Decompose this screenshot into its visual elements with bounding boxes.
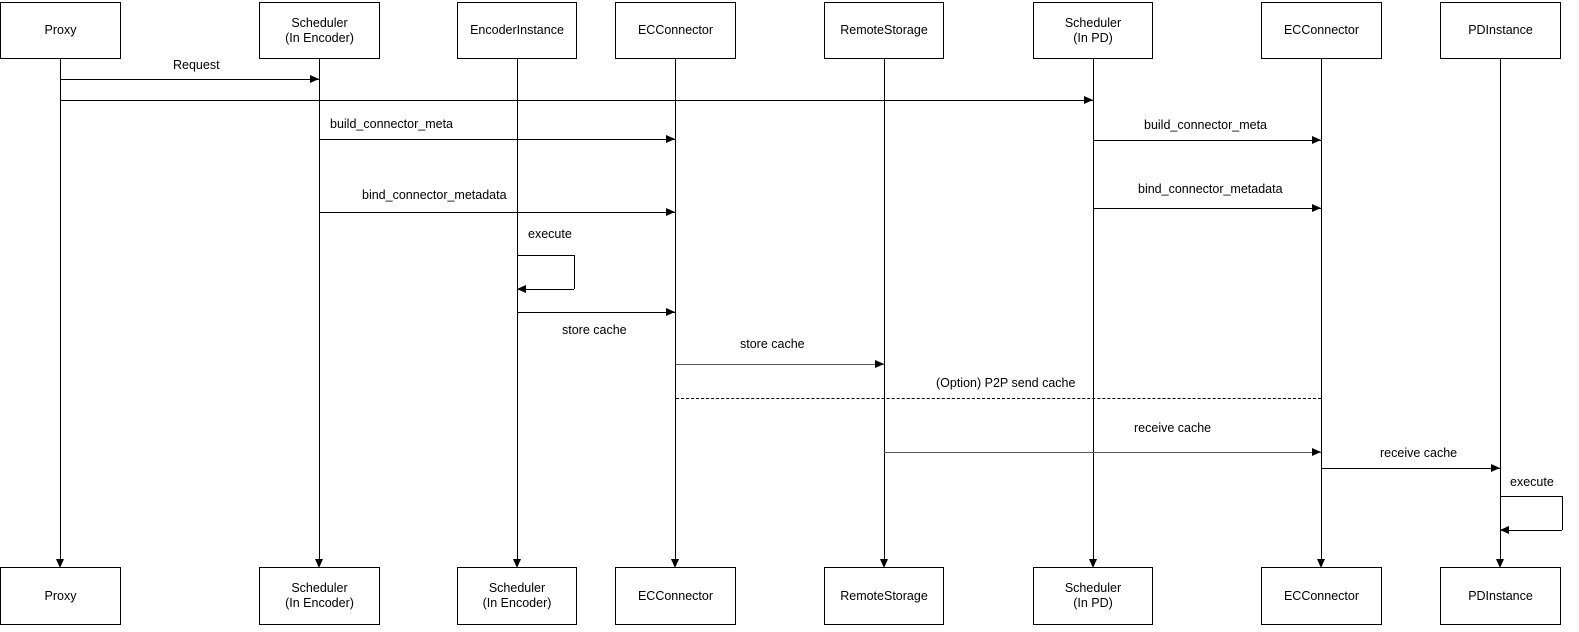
participant-label-line1: EncoderInstance xyxy=(470,23,564,37)
lifeline-ecconnector-right xyxy=(1321,59,1322,560)
self-message-arrowhead-execute-pdinstance xyxy=(1500,526,1509,534)
participant-label-line1: PDInstance xyxy=(1468,588,1533,603)
participant-label-line2: (In PD) xyxy=(1073,30,1113,45)
lifeline-scheduler-encoder xyxy=(319,59,320,560)
participant-label-line2: (In Encoder) xyxy=(482,596,552,610)
participant-label-line1: Scheduler xyxy=(1064,581,1122,595)
participant-box-scheduler-encoder[interactable]: Scheduler(In Encoder) xyxy=(259,2,380,59)
message-arrowhead-build-connector-meta-r xyxy=(1312,136,1321,144)
lifeline-end-arrow-proxy xyxy=(56,559,64,568)
participant-label-line1: RemoteStorage xyxy=(840,23,928,37)
message-line-receive-cache-1 xyxy=(884,452,1321,453)
message-arrowhead-build-connector-meta-l xyxy=(666,135,675,143)
participant-box-ecconnector-left[interactable]: ECConnector xyxy=(615,2,736,59)
participant-box-remote-storage[interactable]: RemoteStorage xyxy=(824,2,944,59)
participant-box-proxy[interactable]: Proxy xyxy=(0,2,121,59)
message-arrowhead-store-cache-1 xyxy=(666,308,675,316)
participant-box-pd-instance-bottom[interactable]: PDInstance xyxy=(1440,567,1561,625)
message-label-receive-cache-2: receive cache xyxy=(1380,446,1458,460)
participant-box-proxy-bottom[interactable]: Proxy xyxy=(0,567,121,625)
message-label-build-connector-meta-l: build_connector_meta xyxy=(330,117,453,131)
self-message-top-execute-pdinstance xyxy=(1500,496,1562,497)
self-message-bottom-execute-pdinstance xyxy=(1500,530,1562,531)
message-line-p2p-send-cache xyxy=(676,398,1321,399)
message-label-bind-connector-meta-r: bind_connector_metadata xyxy=(1138,182,1283,196)
message-arrowhead-receive-cache-1 xyxy=(1312,448,1321,456)
message-label-p2p-send-cache: (Option) P2P send cache xyxy=(936,376,1076,390)
participant-box-encoder-instance[interactable]: EncoderInstance xyxy=(457,2,577,59)
participant-box-ecconnector-right[interactable]: ECConnector xyxy=(1261,2,1382,59)
message-arrowhead-bind-connector-meta-l xyxy=(666,208,675,216)
message-arrowhead-request xyxy=(310,75,319,83)
message-label-store-cache-2: store cache xyxy=(740,337,805,351)
participant-label-line1: ECConnector xyxy=(1283,588,1360,603)
lifeline-end-arrow-ecconnector-left xyxy=(671,559,679,568)
participant-box-scheduler-pd-bottom[interactable]: Scheduler(In PD) xyxy=(1033,567,1153,625)
participant-label-line2: (In PD) xyxy=(1073,596,1113,610)
participant-box-scheduler-pd[interactable]: Scheduler(In PD) xyxy=(1033,2,1153,59)
message-line-store-cache-1 xyxy=(518,312,675,313)
message-line-build-connector-meta-l xyxy=(319,139,675,140)
participant-label-line1: RemoteStorage xyxy=(840,588,928,603)
self-message-bottom-execute-encoder xyxy=(517,289,574,290)
participant-label-line2: (In Encoder) xyxy=(285,30,354,45)
lifeline-pd-instance xyxy=(1500,59,1501,560)
lifeline-remote-storage xyxy=(884,59,885,560)
self-message-side-execute-pdinstance xyxy=(1562,496,1563,530)
message-label-store-cache-1: store cache xyxy=(562,323,627,337)
self-message-label-execute-encoder: execute xyxy=(528,227,572,241)
lifeline-end-arrow-remote-storage xyxy=(880,559,888,568)
message-line-build-connector-meta-r xyxy=(1093,140,1321,141)
message-line-request xyxy=(60,79,319,80)
lifeline-end-arrow-ecconnector-right xyxy=(1317,559,1325,568)
message-arrowhead-proxy-to-scheduler-pd xyxy=(1084,96,1093,104)
message-arrowhead-bind-connector-meta-r xyxy=(1312,204,1321,212)
self-message-side-execute-encoder xyxy=(574,255,575,289)
lifeline-ecconnector-left xyxy=(675,59,676,560)
message-label-build-connector-meta-r: build_connector_meta xyxy=(1144,118,1267,132)
participant-box-ecconnector-right-bottom[interactable]: ECConnector xyxy=(1261,567,1382,625)
participant-label-line1: Scheduler xyxy=(291,581,348,595)
lifeline-end-arrow-scheduler-encoder xyxy=(315,559,323,568)
lifeline-end-arrow-encoder-instance xyxy=(513,559,521,568)
lifeline-end-arrow-scheduler-pd xyxy=(1089,559,1097,568)
message-line-proxy-to-scheduler-pd xyxy=(60,100,1093,101)
message-arrowhead-store-cache-2 xyxy=(875,360,884,368)
participant-label-line2: (In Encoder) xyxy=(285,596,354,610)
participant-label-line1: PDInstance xyxy=(1468,23,1533,37)
participant-box-ecconnector-left-bottom[interactable]: ECConnector xyxy=(615,567,736,625)
participant-box-scheduler-encoder-bottom-2[interactable]: Scheduler(In Encoder) xyxy=(457,567,577,625)
lifeline-scheduler-pd xyxy=(1093,59,1094,560)
message-label-request: Request xyxy=(173,58,220,72)
message-label-receive-cache-1: receive cache xyxy=(1134,421,1212,435)
participant-box-remote-storage-bottom[interactable]: RemoteStorage xyxy=(824,567,944,625)
self-message-label-execute-pdinstance: execute xyxy=(1510,475,1554,489)
message-arrowhead-receive-cache-2 xyxy=(1491,464,1500,472)
message-line-bind-connector-meta-r xyxy=(1093,208,1321,209)
participant-box-pd-instance[interactable]: PDInstance xyxy=(1440,2,1561,59)
self-message-top-execute-encoder xyxy=(517,255,574,256)
participant-label-line1: Scheduler xyxy=(488,581,546,595)
message-label-bind-connector-meta-l: bind_connector_metadata xyxy=(362,188,507,202)
participant-label-line1: ECConnector xyxy=(637,23,714,37)
lifeline-encoder-instance xyxy=(517,59,518,560)
lifeline-proxy xyxy=(60,59,61,560)
self-message-arrowhead-execute-encoder xyxy=(517,285,526,293)
message-line-bind-connector-meta-l xyxy=(319,212,675,213)
lifeline-end-arrow-pd-instance xyxy=(1496,559,1504,568)
participant-label-line1: ECConnector xyxy=(1283,23,1360,37)
participant-label-line1: Proxy xyxy=(44,23,77,37)
participant-label-line1: ECConnector xyxy=(637,588,714,603)
participant-label-line1: Scheduler xyxy=(291,15,348,30)
participant-label-line1: Scheduler xyxy=(1064,15,1122,30)
participant-label-line1: Proxy xyxy=(44,588,77,603)
message-line-receive-cache-2 xyxy=(1322,468,1500,469)
message-line-store-cache-2 xyxy=(676,364,884,365)
participant-box-scheduler-encoder-bottom[interactable]: Scheduler(In Encoder) xyxy=(259,567,380,625)
